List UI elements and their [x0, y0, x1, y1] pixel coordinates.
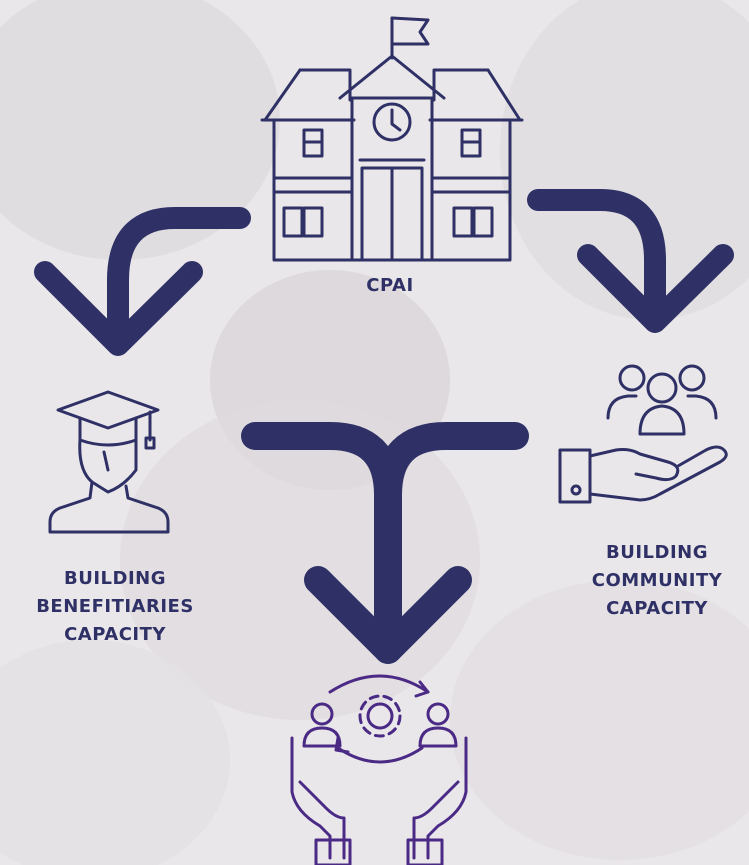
label-line: CAPACITY [606, 598, 708, 619]
label-line: BENEFITIARIES [36, 596, 194, 617]
node-label-cpai: CPAI [366, 275, 414, 296]
node-label-benefitiaries: BUILDING BENEFITIARIES CAPACITY [0, 565, 230, 649]
graduate-student-icon [48, 390, 170, 534]
label-line: BUILDING [64, 568, 166, 589]
community-hand-icon [558, 364, 728, 504]
label-line: CAPACITY [64, 624, 166, 645]
arrow-left-curve [34, 207, 251, 356]
arrow-right-curve [527, 189, 734, 333]
label-line: BUILDING [606, 542, 708, 563]
node-label-community: BUILDING COMMUNITY CAPACITY [565, 539, 749, 623]
label-line: COMMUNITY [591, 570, 723, 591]
school-building-icon [260, 16, 524, 262]
collaboration-hands-gear-icon [290, 674, 468, 865]
arrow-merge-down [241, 422, 529, 664]
